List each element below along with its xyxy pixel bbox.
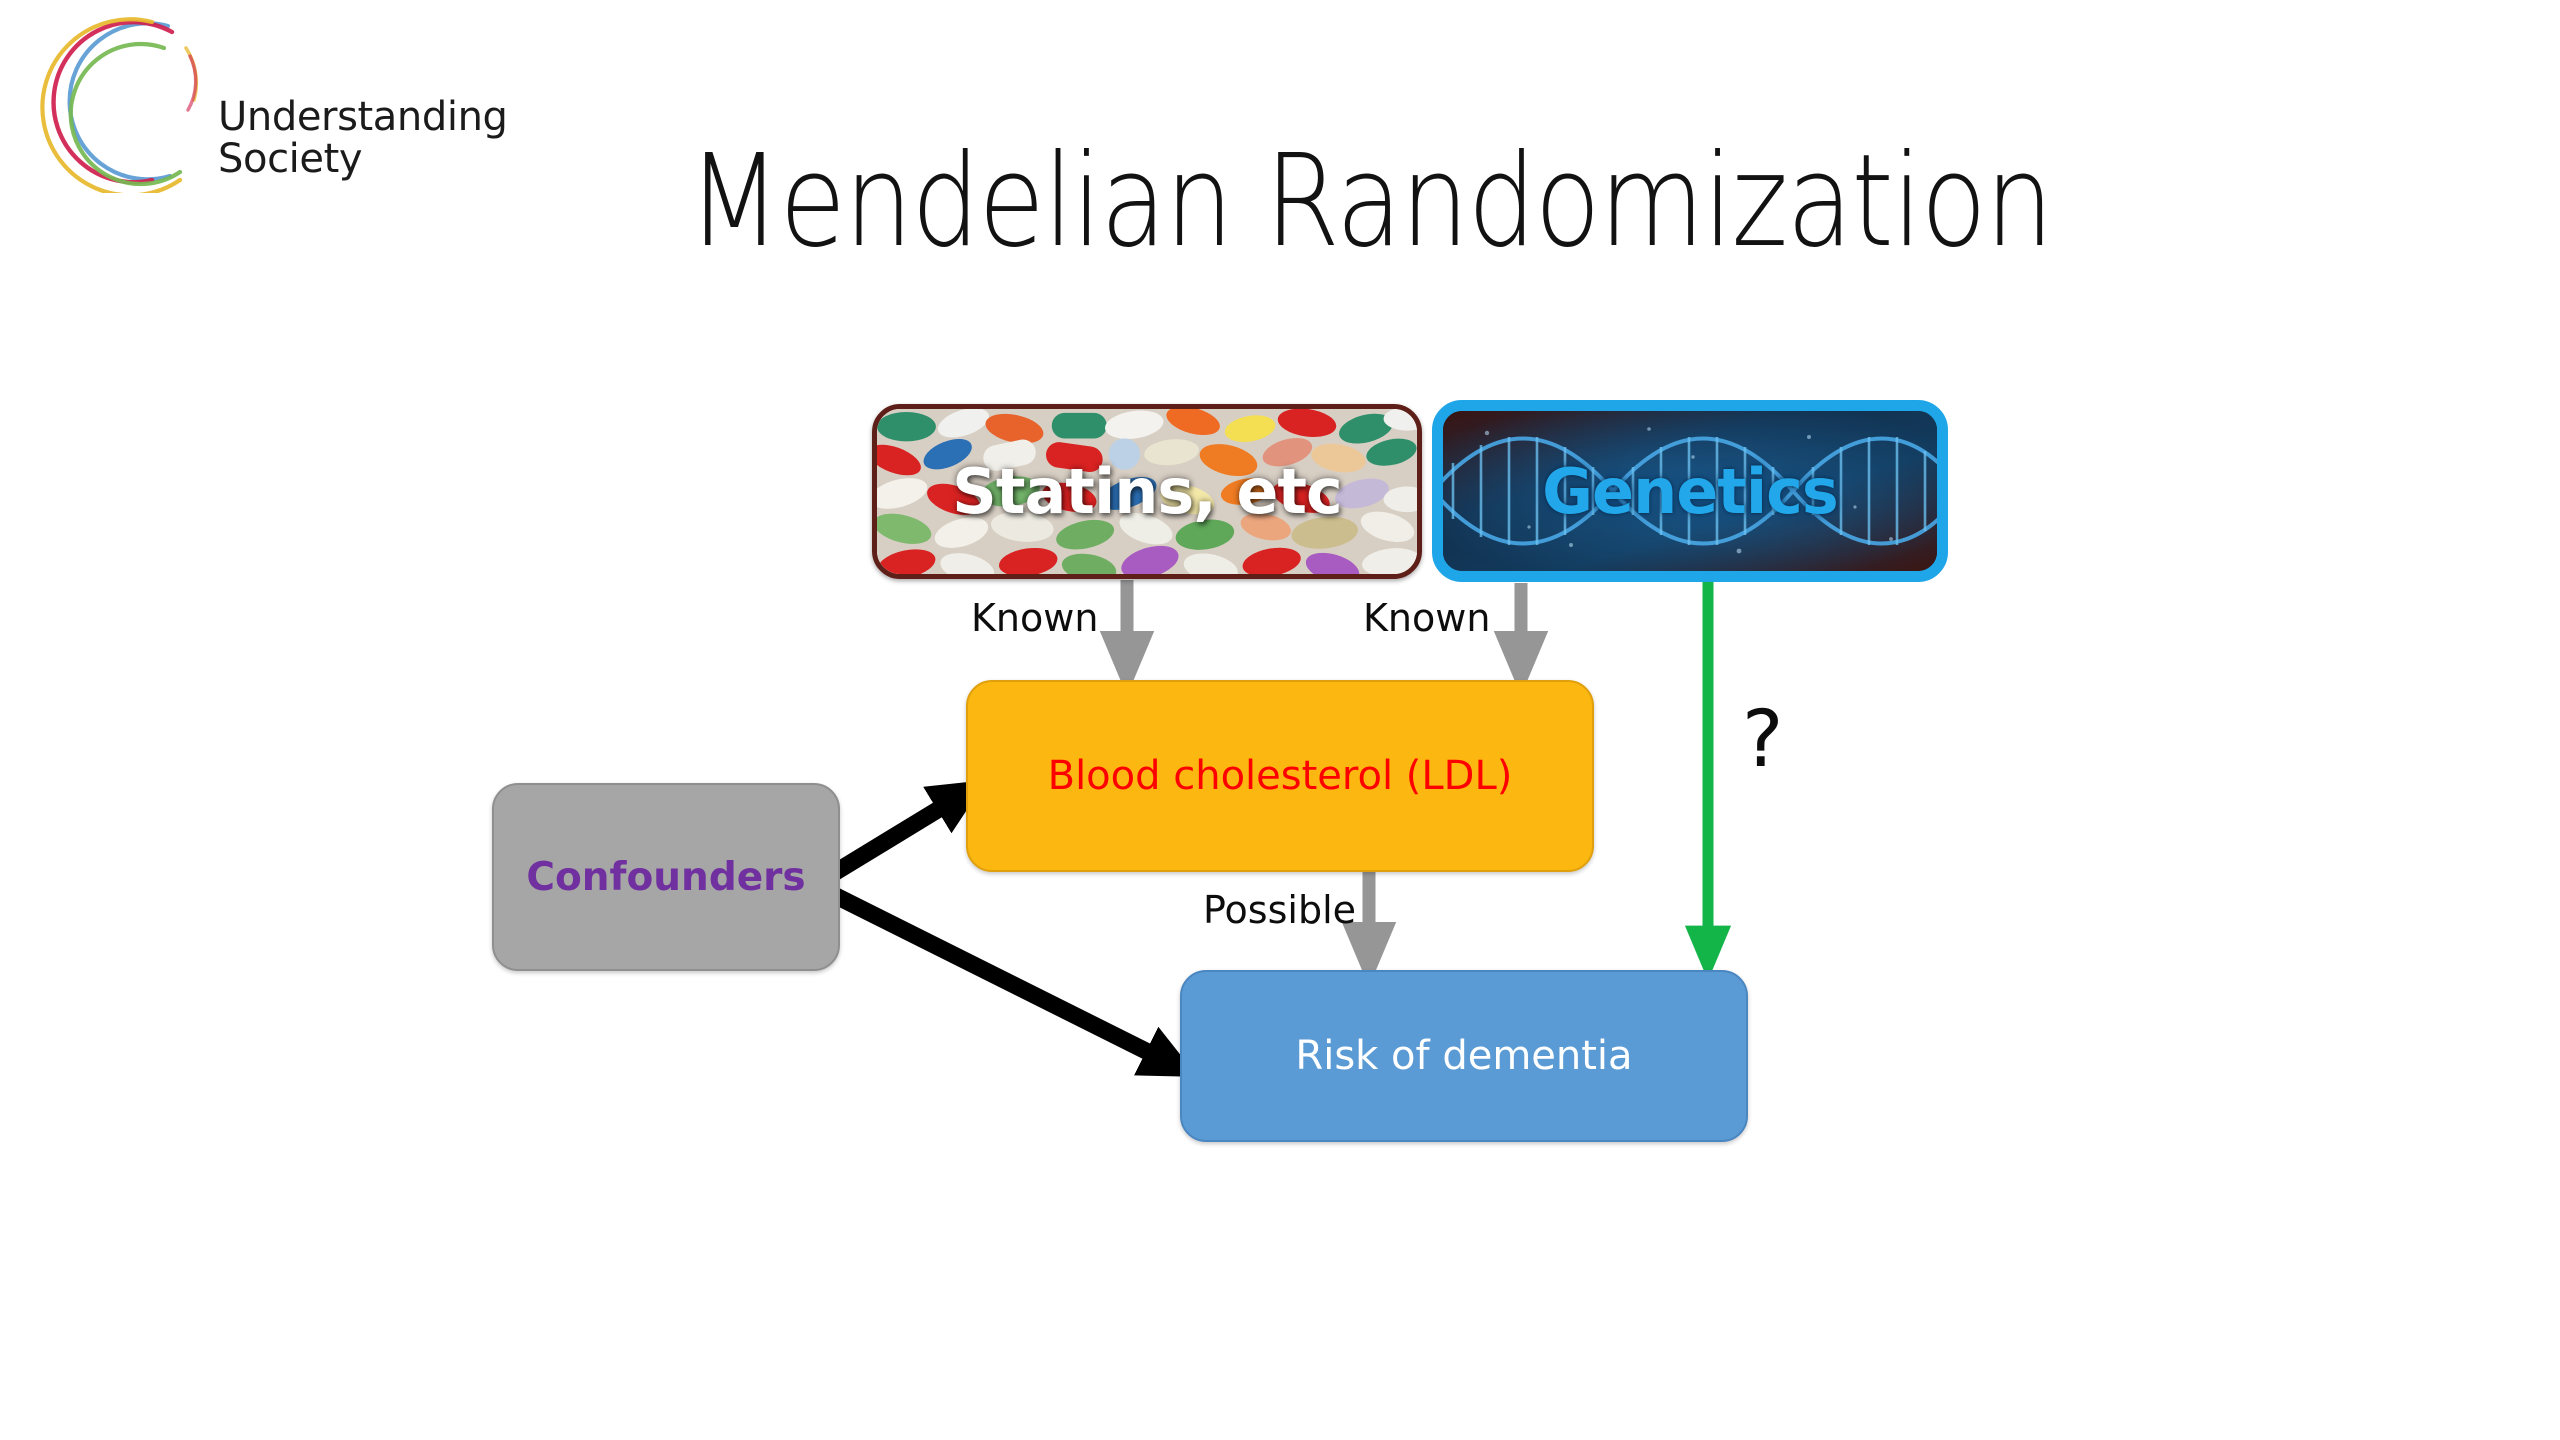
edge-label-known-genetics: Known <box>1363 596 1491 640</box>
node-risk-of-dementia-label: Risk of dementia <box>1295 1033 1633 1079</box>
logo-line-1: Understanding <box>218 94 508 140</box>
node-genetics[interactable]: Genetics <box>1432 400 1948 582</box>
edge-label-known-statins: Known <box>971 596 1099 640</box>
node-statins[interactable]: Statins, etc <box>872 404 1422 579</box>
logo-wordmark: Understanding Society <box>218 96 548 181</box>
pills-photo <box>877 409 1417 574</box>
edge-label-possible: Possible <box>1203 888 1357 932</box>
node-confounders-label: Confounders <box>526 854 806 900</box>
node-confounders[interactable]: Confounders <box>492 783 840 971</box>
node-blood-cholesterol-label: Blood cholesterol (LDL) <box>1047 753 1513 799</box>
node-statins-label: Statins, etc <box>952 455 1343 528</box>
understanding-society-logo: Understanding Society <box>18 8 538 198</box>
dna-photo <box>1443 411 1937 571</box>
edge-confounders-to-cholesterol <box>829 779 987 881</box>
page-title: Mendelian Randomization <box>687 128 2054 276</box>
node-risk-of-dementia[interactable]: Risk of dementia <box>1180 970 1748 1142</box>
node-blood-cholesterol[interactable]: Blood cholesterol (LDL) <box>966 680 1594 872</box>
edge-label-question-mark: ? <box>1742 695 1784 785</box>
node-genetics-label: Genetics <box>1542 454 1839 528</box>
logo-arcs-icon <box>40 17 199 193</box>
logo-line-2: Society <box>218 136 363 183</box>
edge-confounders-to-dementia <box>830 887 1198 1077</box>
